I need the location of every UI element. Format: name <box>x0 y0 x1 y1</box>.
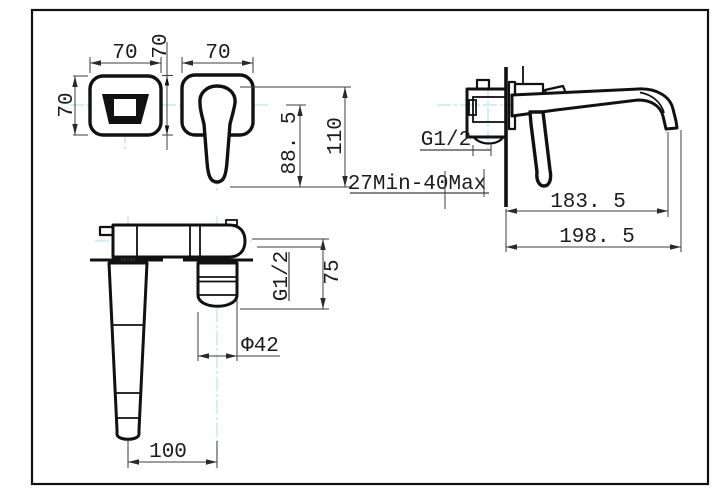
dim-plate-width-left: 70 <box>112 42 137 65</box>
arrowhead <box>164 76 170 86</box>
dim-plate-width-right: 70 <box>205 42 230 65</box>
valve-top-port <box>475 78 491 91</box>
note-thread-side: G1/2 <box>421 129 471 152</box>
body-left-tab <box>98 225 115 237</box>
arrowhead <box>164 125 170 135</box>
front-view: 70 70 70 70 88. 5 110 <box>56 33 351 192</box>
dim-total-height: 110 <box>325 117 348 155</box>
dim-center-distance: 100 <box>149 441 187 464</box>
body-top-port <box>225 219 238 226</box>
valve-cartridge <box>472 96 507 123</box>
valve-plan <box>196 261 239 308</box>
sheet-border <box>30 8 710 486</box>
spout-end-seam <box>639 91 665 114</box>
dim-wall-range: 27Min-40Max <box>348 173 487 196</box>
side-view: G1/2 27Min-40Max 183. 5 198. 5 <box>348 66 682 252</box>
plan-view: 75 G1/2 Φ42 100 <box>90 216 345 470</box>
valve-inlet-elbow <box>472 135 505 145</box>
spout-side <box>510 87 679 131</box>
dim-valve-diameter: Φ42 <box>241 335 279 358</box>
dim-plate-gap-height: 70 <box>150 33 173 58</box>
dim-spout-reach: 183. 5 <box>550 191 626 214</box>
dim-total-reach: 198. 5 <box>559 226 635 249</box>
spout-plan <box>107 261 149 441</box>
spout-opening <box>114 99 136 116</box>
dim-body-depth: 75 <box>322 259 345 284</box>
lever-blade-side <box>528 110 553 188</box>
handle-lever-front <box>198 84 237 184</box>
body-bar-plan <box>111 223 247 259</box>
dim-handle-drop: 88. 5 <box>279 111 302 174</box>
valve-inlet-boss <box>468 99 477 116</box>
dim-plate-height: 70 <box>56 92 79 117</box>
note-thread-plan: G1/2 <box>271 251 294 301</box>
